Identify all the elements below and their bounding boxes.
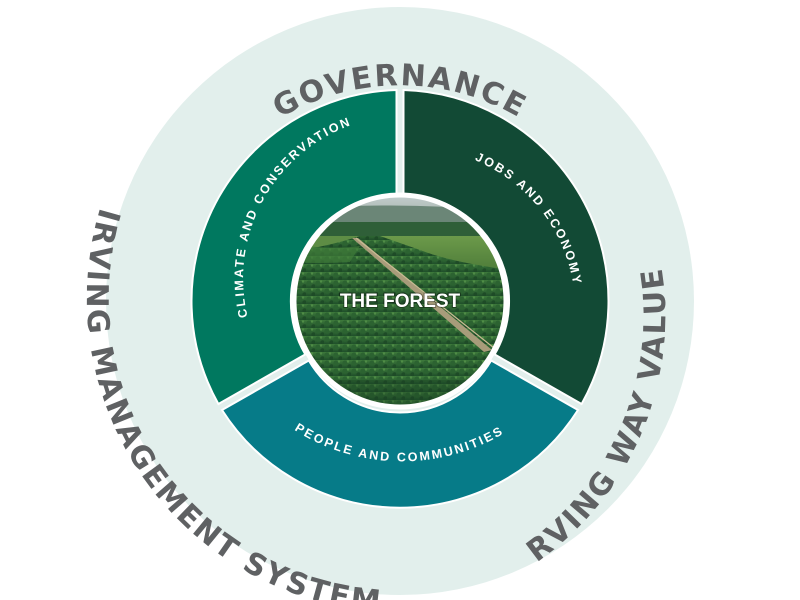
segment-people-and-communities: [220, 359, 580, 509]
label-the-forest: THE FOREST: [340, 291, 461, 312]
center-border: [291, 192, 509, 410]
